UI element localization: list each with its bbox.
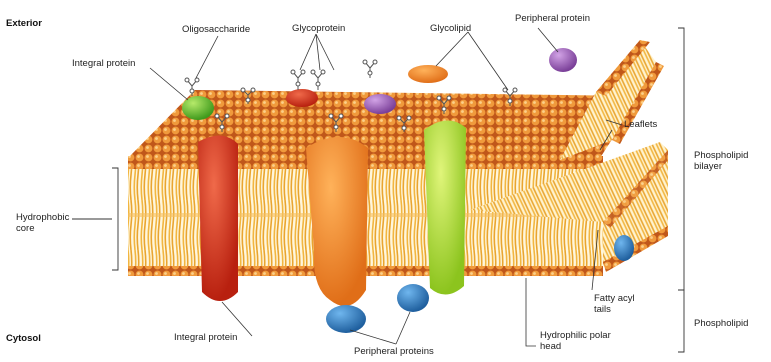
integral-protein-top-green xyxy=(182,96,214,120)
hydrophilic-polar-head-label: Hydrophilic polar head xyxy=(540,330,620,352)
integral-protein-green xyxy=(424,120,466,294)
glycoprotein-red xyxy=(286,89,318,107)
peripheral-protein-edge xyxy=(614,235,634,261)
integral-protein-orange xyxy=(306,137,368,306)
integral-protein-red xyxy=(198,135,238,301)
phospholipid-label: Phospholipid xyxy=(694,318,748,329)
cytosol-label: Cytosol xyxy=(6,333,41,344)
integral-protein-bottom-label: Integral protein xyxy=(174,332,237,343)
exterior-label: Exterior xyxy=(6,18,42,29)
glycolipid-protein xyxy=(408,65,448,83)
peripheral-protein-right xyxy=(397,284,429,312)
hydrophobic-core-label: Hydrophobic core xyxy=(16,212,76,234)
peripheral-proteins-label: Peripheral proteins xyxy=(354,346,434,357)
phospholipid-bilayer-label: Phospholipid bilayer xyxy=(694,150,766,172)
integral-protein-top-label: Integral protein xyxy=(72,58,135,69)
bilayer-bracket xyxy=(678,28,684,290)
purple-surface-protein xyxy=(364,94,396,114)
hydrophobic-core-bracket xyxy=(112,168,118,270)
oligosaccharide-label: Oligosaccharide xyxy=(182,24,250,35)
peripheral-protein-label: Peripheral protein xyxy=(515,13,590,24)
glycolipid-label: Glycolipid xyxy=(430,23,471,34)
phospholipid-bracket xyxy=(678,290,684,352)
fatty-acyl-tails-label: Fatty acyl tails xyxy=(594,293,652,315)
peripheral-protein-left xyxy=(326,305,366,333)
leaflets-label: Leaflets xyxy=(624,119,657,130)
peripheral-protein-top xyxy=(549,48,577,72)
glycoprotein-label: Glycoprotein xyxy=(292,23,345,34)
